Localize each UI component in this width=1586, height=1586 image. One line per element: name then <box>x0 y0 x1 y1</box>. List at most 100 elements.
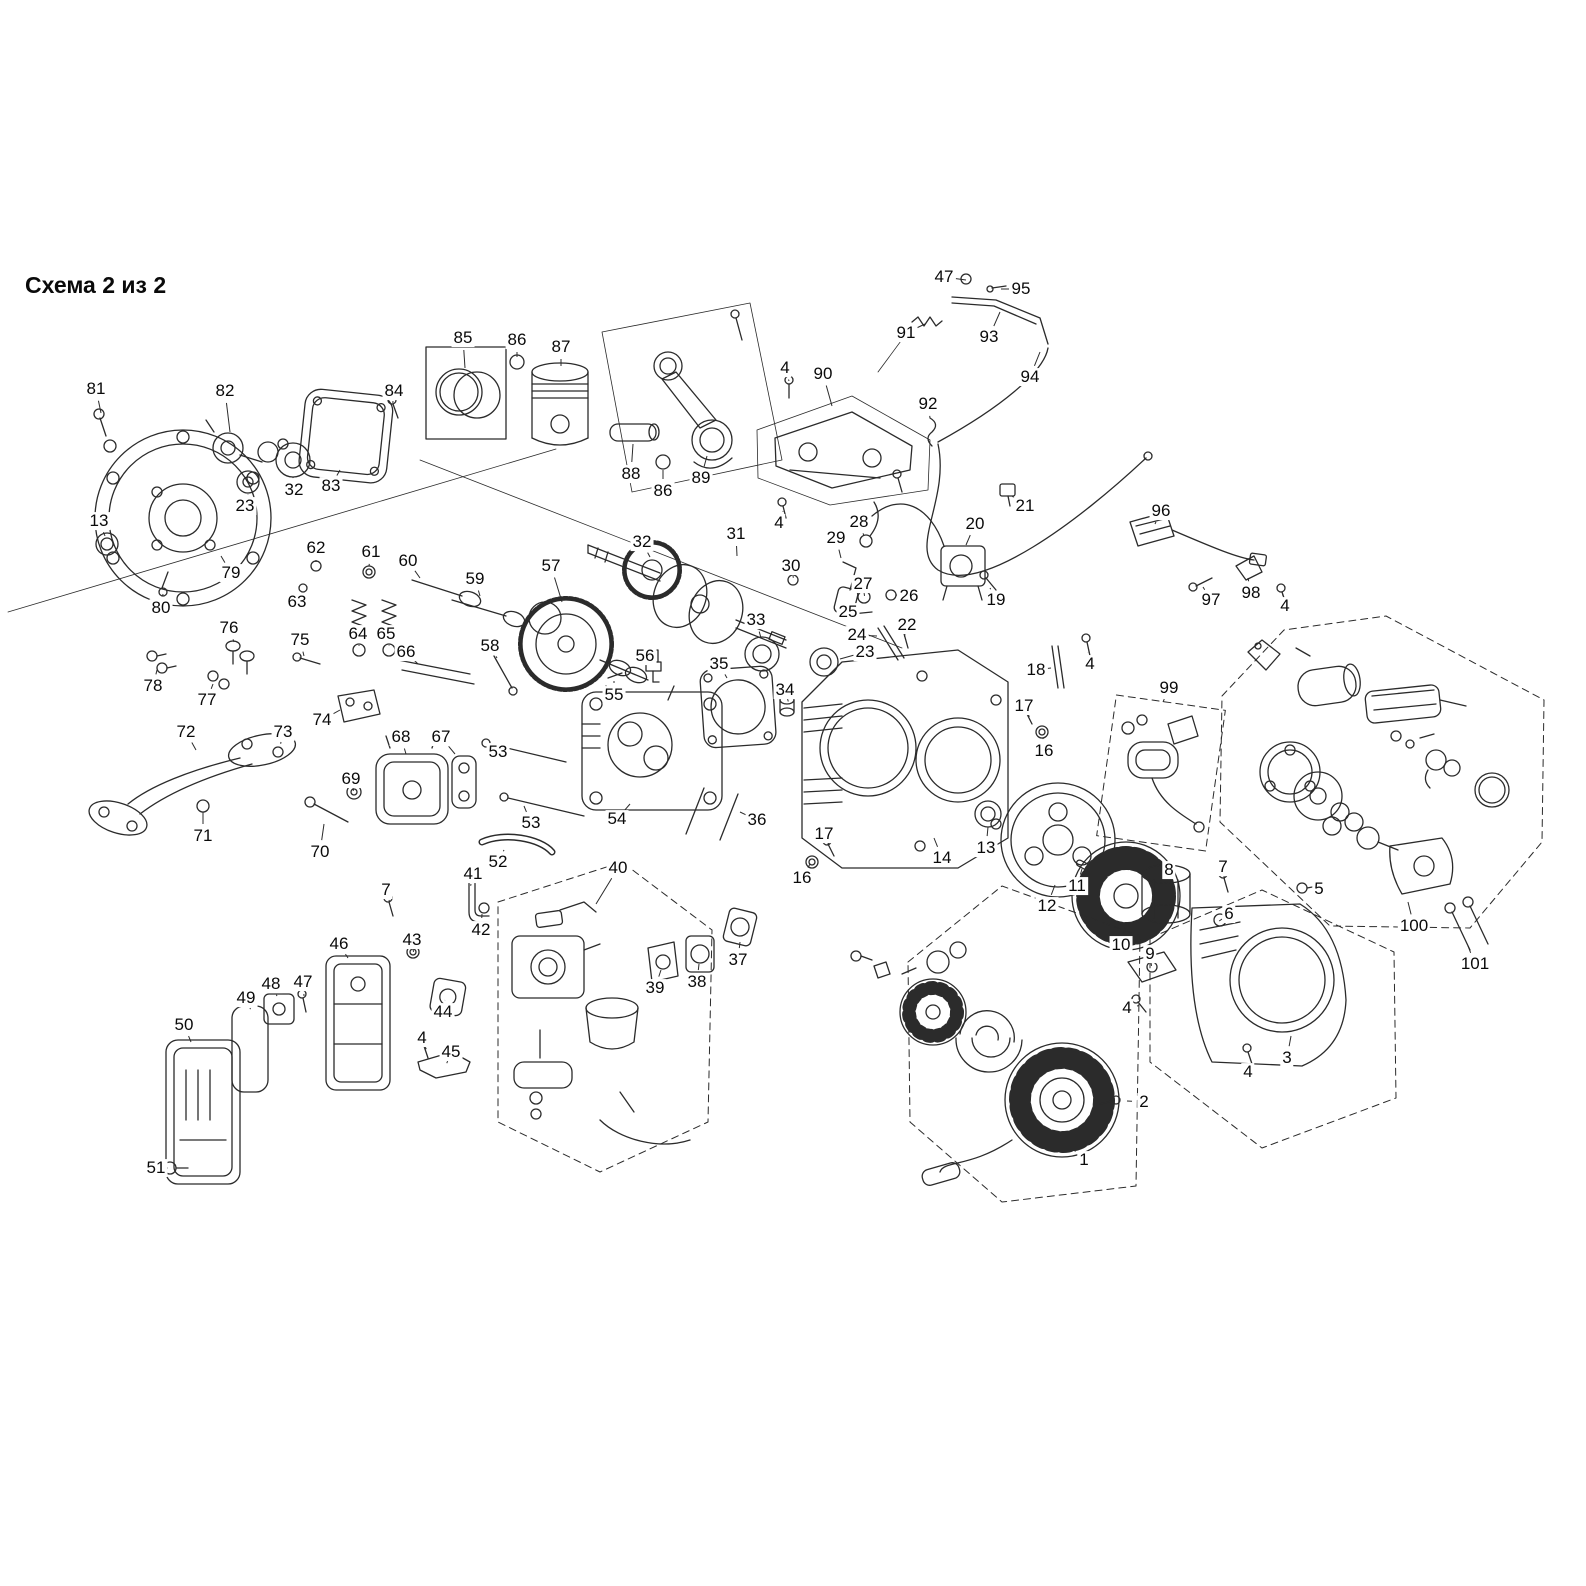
part-callout-7: 7 <box>1216 857 1230 877</box>
callout-leader-line <box>965 534 971 546</box>
callout-leader-line <box>332 709 341 715</box>
part-piston-rings <box>425 346 507 440</box>
part-callout-47: 47 <box>932 267 956 287</box>
part-callout-31: 31 <box>724 524 748 544</box>
part-callout-49: 49 <box>234 988 258 1008</box>
part-callout-54: 54 <box>605 809 629 829</box>
part-callout-94: 94 <box>1018 367 1042 387</box>
part-callout-5: 5 <box>1312 879 1326 899</box>
part-callout-19: 19 <box>984 590 1008 610</box>
part-starter-motor <box>1247 639 1510 895</box>
part-callout-62: 62 <box>304 538 328 558</box>
part-callout-51: 51 <box>144 1158 168 1178</box>
part-callout-26: 26 <box>897 586 921 606</box>
part-callout-17: 17 <box>812 824 836 844</box>
callout-leader-line <box>1467 945 1472 953</box>
part-callout-22: 22 <box>895 615 919 635</box>
part-callout-4: 4 <box>772 513 786 533</box>
carburetor-group-outline <box>497 861 713 1173</box>
part-bolts-101 <box>1444 896 1489 951</box>
part-insulator-38 <box>685 935 715 973</box>
part-callout-10: 10 <box>1109 935 1133 955</box>
part-connector-21 <box>999 483 1016 507</box>
starter-motor-group-outline <box>1219 615 1545 929</box>
part-spacer-37 <box>722 907 758 947</box>
part-callout-28: 28 <box>847 512 871 532</box>
part-callout-33: 33 <box>744 610 768 630</box>
part-drain-bolt-81 <box>93 408 117 453</box>
part-callout-37: 37 <box>726 950 750 970</box>
part-cylinder-head <box>581 685 723 811</box>
part-recoil-spring <box>955 1010 1023 1073</box>
part-cylinder-block <box>801 649 1009 869</box>
part-callout-25: 25 <box>836 602 860 622</box>
part-callout-68: 68 <box>389 727 413 747</box>
part-carb-gasket-39 <box>647 941 679 983</box>
callout-leader-line <box>554 577 563 603</box>
callout-leader-line <box>1059 1135 1076 1152</box>
part-callout-38: 38 <box>685 972 709 992</box>
part-callout-1: 1 <box>1077 1150 1091 1170</box>
part-push-rods <box>397 655 518 696</box>
part-callout-57: 57 <box>539 556 563 576</box>
part-callout-84: 84 <box>382 381 406 401</box>
part-callout-50: 50 <box>172 1015 196 1035</box>
callout-leader-line <box>758 631 762 639</box>
part-carburetor <box>511 901 691 1145</box>
part-studs-36 <box>685 787 739 841</box>
part-callout-69: 69 <box>339 769 363 789</box>
callout-leader-line <box>477 590 481 597</box>
part-callout-45: 45 <box>439 1042 463 1062</box>
callout-leader-line <box>825 385 833 407</box>
callout-leader-line <box>336 469 341 476</box>
part-callout-73: 73 <box>271 722 295 742</box>
part-callout-74: 74 <box>310 710 334 730</box>
callout-leader-line <box>448 745 456 755</box>
part-callout-55: 55 <box>602 685 626 705</box>
part-callout-4: 4 <box>1083 654 1097 674</box>
part-callout-97: 97 <box>1199 590 1223 610</box>
part-callout-4: 4 <box>1120 998 1134 1018</box>
part-governor-assembly <box>205 419 289 494</box>
part-callout-30: 30 <box>779 556 803 576</box>
part-callout-4: 4 <box>1241 1062 1255 1082</box>
callout-leader-line <box>1218 918 1223 922</box>
part-callout-76: 76 <box>217 618 241 638</box>
part-clamp-42 <box>478 902 490 914</box>
part-callout-8: 8 <box>1162 860 1176 880</box>
callout-leader-line <box>933 837 939 848</box>
part-bolts-78 <box>146 650 177 674</box>
part-callout-59: 59 <box>463 569 487 589</box>
part-callout-86: 86 <box>505 330 529 350</box>
part-callout-85: 85 <box>451 328 475 348</box>
part-callout-52: 52 <box>486 852 510 872</box>
callout-leader-line <box>993 311 1001 327</box>
part-callout-80: 80 <box>149 598 173 618</box>
part-callout-46: 46 <box>327 934 351 954</box>
callout-leader-line <box>631 443 634 463</box>
callout-leader-line <box>624 803 631 811</box>
callout-leader-line <box>302 651 305 657</box>
part-washer-16a <box>1035 725 1049 739</box>
callout-leader-line <box>1033 351 1041 367</box>
part-callout-4: 4 <box>415 1028 429 1048</box>
callout-leader-line <box>916 323 926 329</box>
part-callout-21: 21 <box>1013 496 1037 516</box>
part-callout-79: 79 <box>219 563 243 583</box>
part-starter-rope-handle <box>921 1139 1013 1186</box>
part-callout-86: 86 <box>651 481 675 501</box>
part-tube-24 <box>877 625 905 661</box>
part-callout-93: 93 <box>977 327 1001 347</box>
part-callout-16: 16 <box>1032 741 1056 761</box>
callout-leader-line <box>1247 577 1250 582</box>
part-callout-96: 96 <box>1149 501 1173 521</box>
callout-leader-line <box>155 669 158 675</box>
callout-leader-line <box>658 969 662 977</box>
part-ignition-coil <box>871 503 986 601</box>
part-clip-30 <box>787 574 799 586</box>
part-pin-clip-86b <box>655 454 671 470</box>
part-fan-cover <box>1190 903 1347 1067</box>
callout-leader-line <box>102 531 106 537</box>
part-callout-89: 89 <box>689 468 713 488</box>
